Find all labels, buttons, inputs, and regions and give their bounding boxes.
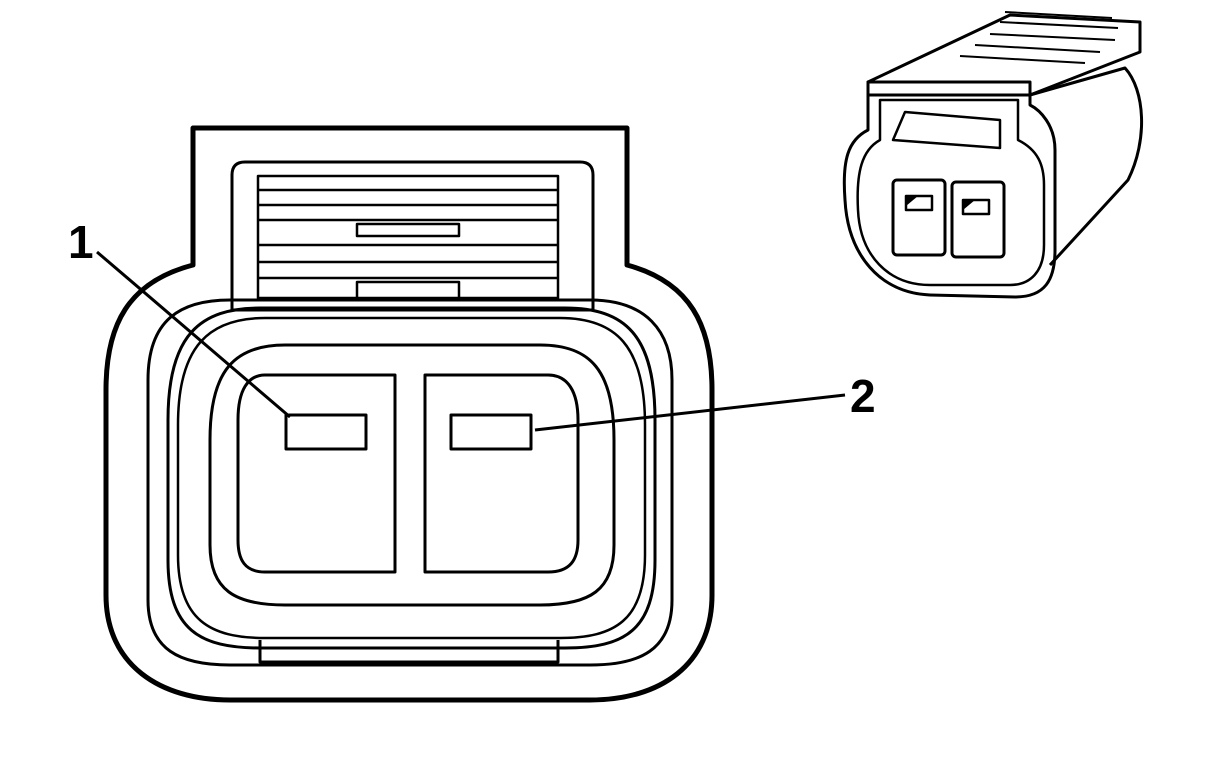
terminal-slot-1	[284, 413, 368, 451]
iso-body-side	[1029, 66, 1143, 267]
terminal-cavity-1	[236, 373, 397, 574]
terminal-cavity-2	[423, 373, 580, 574]
iso-lock-window	[891, 110, 1002, 150]
iso-cavity-2	[950, 180, 1006, 259]
connector-outer-shell	[103, 125, 715, 703]
connector-isometric-view	[842, 11, 1143, 299]
iso-slot-2-fill	[963, 200, 975, 210]
bottom-latch	[258, 640, 560, 664]
iso-cavity-1	[891, 178, 947, 257]
lock-tab-housing	[230, 160, 595, 312]
callout-label-2: 2	[850, 370, 876, 422]
seal-ring-middle	[176, 316, 647, 640]
terminal-slot-2	[449, 413, 533, 451]
cavity-frame	[208, 343, 616, 607]
iso-latch-ribs	[959, 11, 1119, 64]
lock-ribs	[256, 174, 560, 300]
callout-label-1: 1	[68, 216, 94, 268]
iso-slot-1-fill	[906, 196, 918, 206]
leader-line-1	[96, 250, 291, 419]
callout-leaders	[96, 250, 846, 432]
iso-front-inner	[856, 98, 1046, 287]
connector-shell-inner	[146, 298, 674, 667]
leader-line-2	[534, 393, 846, 432]
connector-body	[103, 125, 715, 703]
iso-front-face	[842, 80, 1057, 299]
seal-ring-outer	[166, 306, 657, 650]
